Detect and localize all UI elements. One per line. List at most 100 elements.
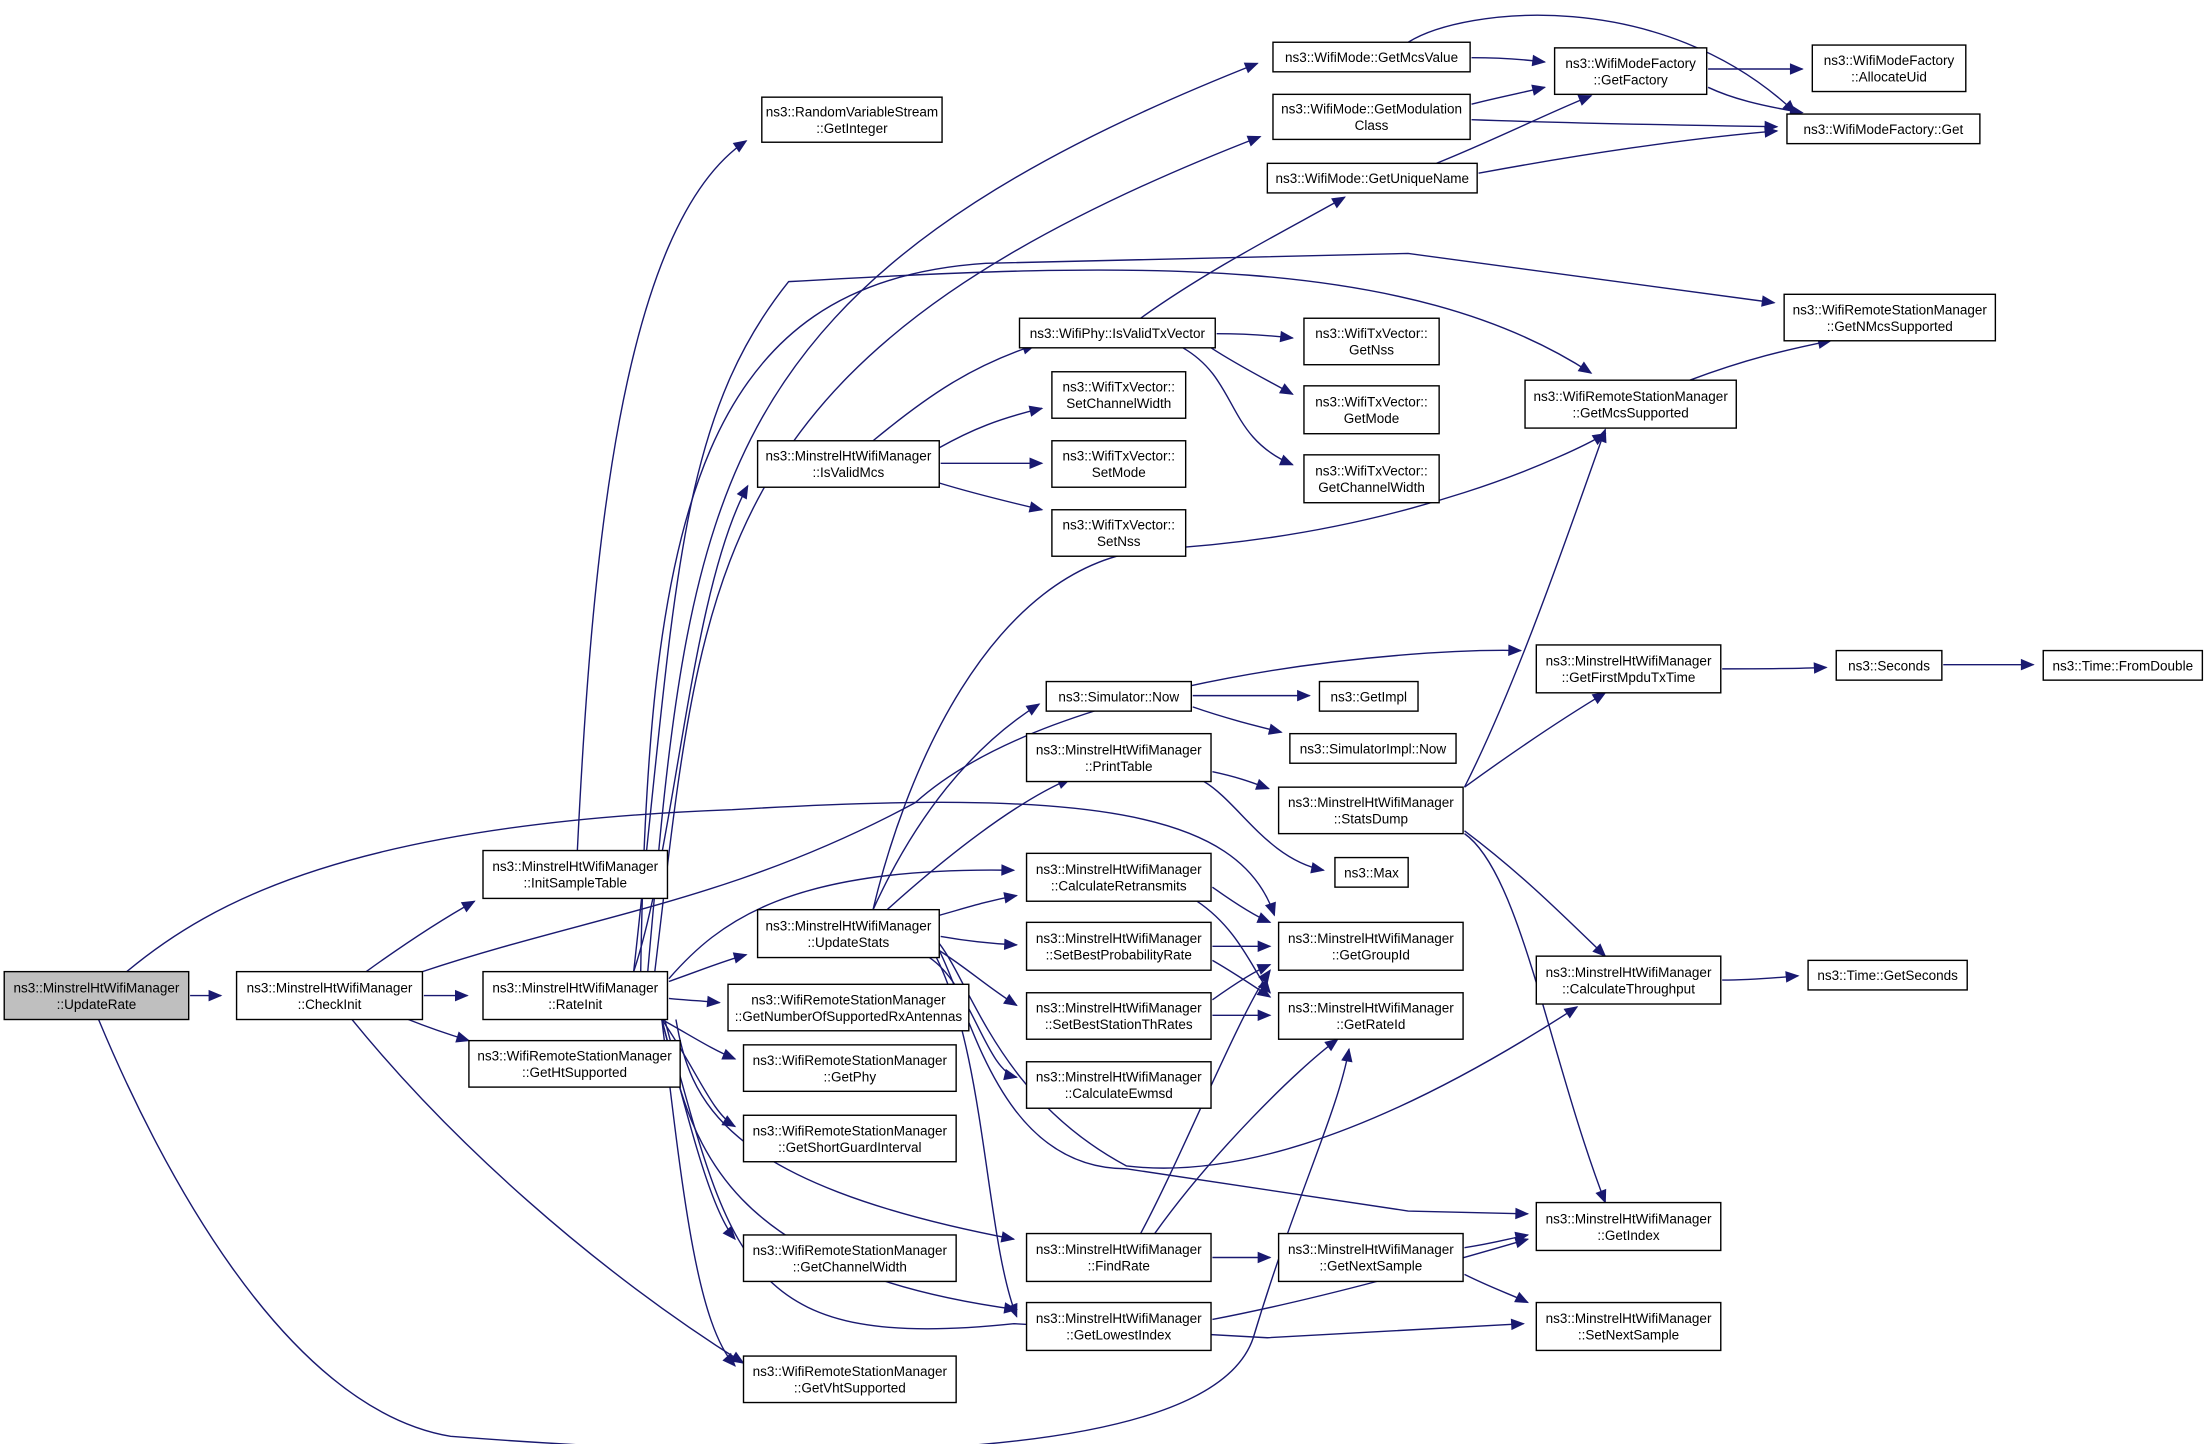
edge-checkinit-to-gethtsupported: [408, 1018, 471, 1043]
node-initsampletable[interactable]: ns3::MinstrelHtWifiManager::InitSampleTa…: [482, 849, 669, 900]
node-box: [1303, 317, 1440, 366]
node-label-line: ns3::WifiRemoteStationManager: [753, 1243, 948, 1258]
arrowhead: [455, 989, 469, 1002]
node-label-line: GetNss: [1349, 343, 1394, 358]
node-box: [756, 908, 940, 959]
node-getchanwidthtx[interactable]: ns3::WifiTxVector::GetChannelWidth: [1303, 454, 1440, 504]
node-label-line: ::GetLowestIndex: [1066, 1328, 1171, 1343]
node-label-line: ::GetChannelWidth: [793, 1259, 907, 1274]
node-factoryget[interactable]: ns3::WifiModeFactory::Get: [1786, 113, 1981, 145]
node-gethtsupported[interactable]: ns3::WifiRemoteStationManager::GetHtSupp…: [468, 1039, 681, 1088]
node-getgroupid[interactable]: ns3::MinstrelHtWifiManager::GetGroupId: [1277, 921, 1464, 971]
node-getfactory[interactable]: ns3::WifiModeFactory::GetFactory: [1553, 47, 1708, 96]
node-getmcssupported[interactable]: ns3::WifiRemoteStationManager::GetMcsSup…: [1524, 379, 1737, 429]
node-getphy[interactable]: ns3::WifiRemoteStationManager::GetPhy: [742, 1044, 957, 1093]
node-setchanwidth[interactable]: ns3::WifiTxVector::SetChannelWidth: [1051, 371, 1187, 419]
edge-isvalidmcs-to-setchanwidth: [938, 405, 1044, 449]
arrowhead: [1257, 940, 1272, 953]
node-getinteger[interactable]: ns3::RandomVariableStream::GetInteger: [761, 96, 943, 143]
node-simnow[interactable]: ns3::Simulator::Now: [1045, 680, 1193, 712]
node-getrateid[interactable]: ns3::MinstrelHtWifiManager::GetRateId: [1277, 992, 1464, 1040]
node-setnextsample[interactable]: ns3::MinstrelHtWifiManager::SetNextSampl…: [1535, 1301, 1722, 1352]
node-getchanwidth[interactable]: ns3::WifiRemoteStationManager::GetChanne…: [742, 1234, 957, 1283]
node-setmode[interactable]: ns3::WifiTxVector::SetMode: [1051, 440, 1187, 488]
node-getmode[interactable]: ns3::WifiTxVector::GetMode: [1303, 385, 1440, 435]
arrowhead: [1514, 1291, 1530, 1304]
edge-isvalidmcs-to-isvalidtxvector: [872, 343, 1037, 442]
node-simimplnow[interactable]: ns3::SimulatorImpl::Now: [1289, 732, 1457, 764]
edge-rateinit-to-isvalidmcs: [633, 484, 749, 972]
node-box: [1289, 732, 1457, 764]
edge-getuniquename-to-getfactory: [1436, 95, 1593, 164]
node-allocateuid[interactable]: ns3::WifiModeFactory::AllocateUid: [1811, 44, 1967, 93]
edge-statsdump-to-getmcssupported: [1463, 428, 1607, 788]
edge-rateinit-to-findrate: [675, 1019, 1016, 1243]
node-box: [1277, 1232, 1464, 1283]
node-max[interactable]: ns3::Max: [1334, 856, 1409, 888]
node-getnumrxant[interactable]: ns3::WifiRemoteStationManager::GetNumber…: [727, 983, 970, 1032]
node-label-line: ns3::WifiRemoteStationManager: [753, 1364, 948, 1379]
node-label-line: ns3::MinstrelHtWifiManager: [766, 918, 932, 933]
node-getvhtsupported[interactable]: ns3::WifiRemoteStationManager::GetVhtSup…: [742, 1355, 957, 1404]
arrowhead: [1255, 778, 1270, 790]
node-getnmcs[interactable]: ns3::WifiRemoteStationManager::GetNMcsSu…: [1783, 293, 1997, 342]
node-getlowestindex[interactable]: ns3::MinstrelHtWifiManager::GetLowestInd…: [1025, 1301, 1212, 1352]
arrowhead: [1257, 1251, 1272, 1264]
node-isvalidtxvector[interactable]: ns3::WifiPhy::IsValidTxVector: [1018, 317, 1216, 349]
node-label-line: ns3::MinstrelHtWifiManager: [1546, 1311, 1712, 1326]
node-printtable[interactable]: ns3::MinstrelHtWifiManager::PrintTable: [1025, 732, 1212, 783]
node-label-line: ns3::RandomVariableStream: [766, 104, 938, 119]
node-label-line: ::GetIndex: [1597, 1228, 1660, 1243]
node-label-line: ::CalculateThroughput: [1562, 981, 1695, 996]
node-checkinit[interactable]: ns3::MinstrelHtWifiManager::CheckInit: [235, 970, 424, 1021]
node-box: [1051, 371, 1187, 419]
edge-updatestats-to-getmcssupported: [872, 433, 1607, 910]
node-label-line: ns3::WifiModeFactory: [1565, 56, 1696, 71]
nodes-layer: ns3::MinstrelHtWifiManager::UpdateRatens…: [3, 41, 2204, 1404]
edge-updatestats-to-calcretrans: [939, 892, 1018, 916]
node-label-line: ns3::WifiModeFactory::Get: [1804, 122, 1964, 137]
node-getnss[interactable]: ns3::WifiTxVector::GetNss: [1303, 317, 1440, 366]
node-fromdouble[interactable]: ns3::Time::FromDouble: [2042, 649, 2204, 681]
node-statsdump[interactable]: ns3::MinstrelHtWifiManager::StatsDump: [1277, 786, 1464, 835]
node-box: [1051, 509, 1187, 557]
node-findrate[interactable]: ns3::MinstrelHtWifiManager::FindRate: [1025, 1232, 1212, 1283]
node-box: [1277, 786, 1464, 835]
arrowhead: [1785, 971, 1800, 983]
node-calcthroughput[interactable]: ns3::MinstrelHtWifiManager::CalculateThr…: [1535, 955, 1722, 1005]
node-getseconds[interactable]: ns3::Time::GetSeconds: [1807, 959, 1968, 991]
node-getuniquename[interactable]: ns3::WifiMode::GetUniqueName: [1266, 162, 1478, 194]
node-isvalidmcs[interactable]: ns3::MinstrelHtWifiManager::IsValidMcs: [756, 440, 940, 488]
node-getindex[interactable]: ns3::MinstrelHtWifiManager::GetIndex: [1535, 1201, 1722, 1252]
node-setnss[interactable]: ns3::WifiTxVector::SetNss: [1051, 509, 1187, 557]
node-label-line: ::CalculateRetransmits: [1051, 879, 1187, 894]
node-updaterate[interactable]: ns3::MinstrelHtWifiManager::UpdateRate: [3, 970, 190, 1021]
node-setbestprob[interactable]: ns3::MinstrelHtWifiManager::SetBestProba…: [1025, 921, 1212, 971]
edge-statsdump-to-getfirstmpdu: [1464, 692, 1607, 788]
node-getimpl[interactable]: ns3::GetImpl: [1318, 680, 1419, 712]
node-getfirstmpdu[interactable]: ns3::MinstrelHtWifiManager::GetFirstMpdu…: [1535, 644, 1722, 694]
node-label-line: ::GetNMcsSupported: [1827, 319, 1953, 334]
arrowhead: [460, 900, 476, 913]
node-rateinit[interactable]: ns3::MinstrelHtWifiManager::RateInit: [482, 970, 669, 1021]
node-box: [1045, 680, 1193, 712]
node-seconds[interactable]: ns3::Seconds: [1835, 649, 1943, 681]
node-label-line: ns3::WifiRemoteStationManager: [1533, 389, 1728, 404]
node-getmcsvalue[interactable]: ns3::WifiMode::GetMcsValue: [1272, 41, 1471, 73]
node-updatestats[interactable]: ns3::MinstrelHtWifiManager::UpdateStats: [756, 908, 940, 959]
node-box: [3, 970, 190, 1021]
arrowhead: [1003, 1068, 1018, 1081]
edge-rateinit-to-getsgi: [661, 1019, 737, 1128]
node-label-line: ns3::WifiMode::GetModulation: [1281, 102, 1462, 117]
node-label-line: ns3::MinstrelHtWifiManager: [1288, 795, 1454, 810]
node-getsgi[interactable]: ns3::WifiRemoteStationManager::GetShortG…: [742, 1114, 957, 1163]
node-calcretrans[interactable]: ns3::MinstrelHtWifiManager::CalculateRet…: [1025, 852, 1212, 902]
node-setbestth[interactable]: ns3::MinstrelHtWifiManager::SetBestStati…: [1025, 992, 1212, 1040]
arrowhead: [729, 1351, 745, 1364]
edge-setbestprob-to-getgroupid: [1212, 940, 1272, 953]
node-calcewmsd[interactable]: ns3::MinstrelHtWifiManager::CalculateEwm…: [1025, 1061, 1212, 1109]
edge-getfactory-to-allocateuid: [1708, 63, 1804, 75]
node-getnextsample[interactable]: ns3::MinstrelHtWifiManager::GetNextSampl…: [1277, 1232, 1464, 1283]
node-box: [468, 1039, 681, 1088]
